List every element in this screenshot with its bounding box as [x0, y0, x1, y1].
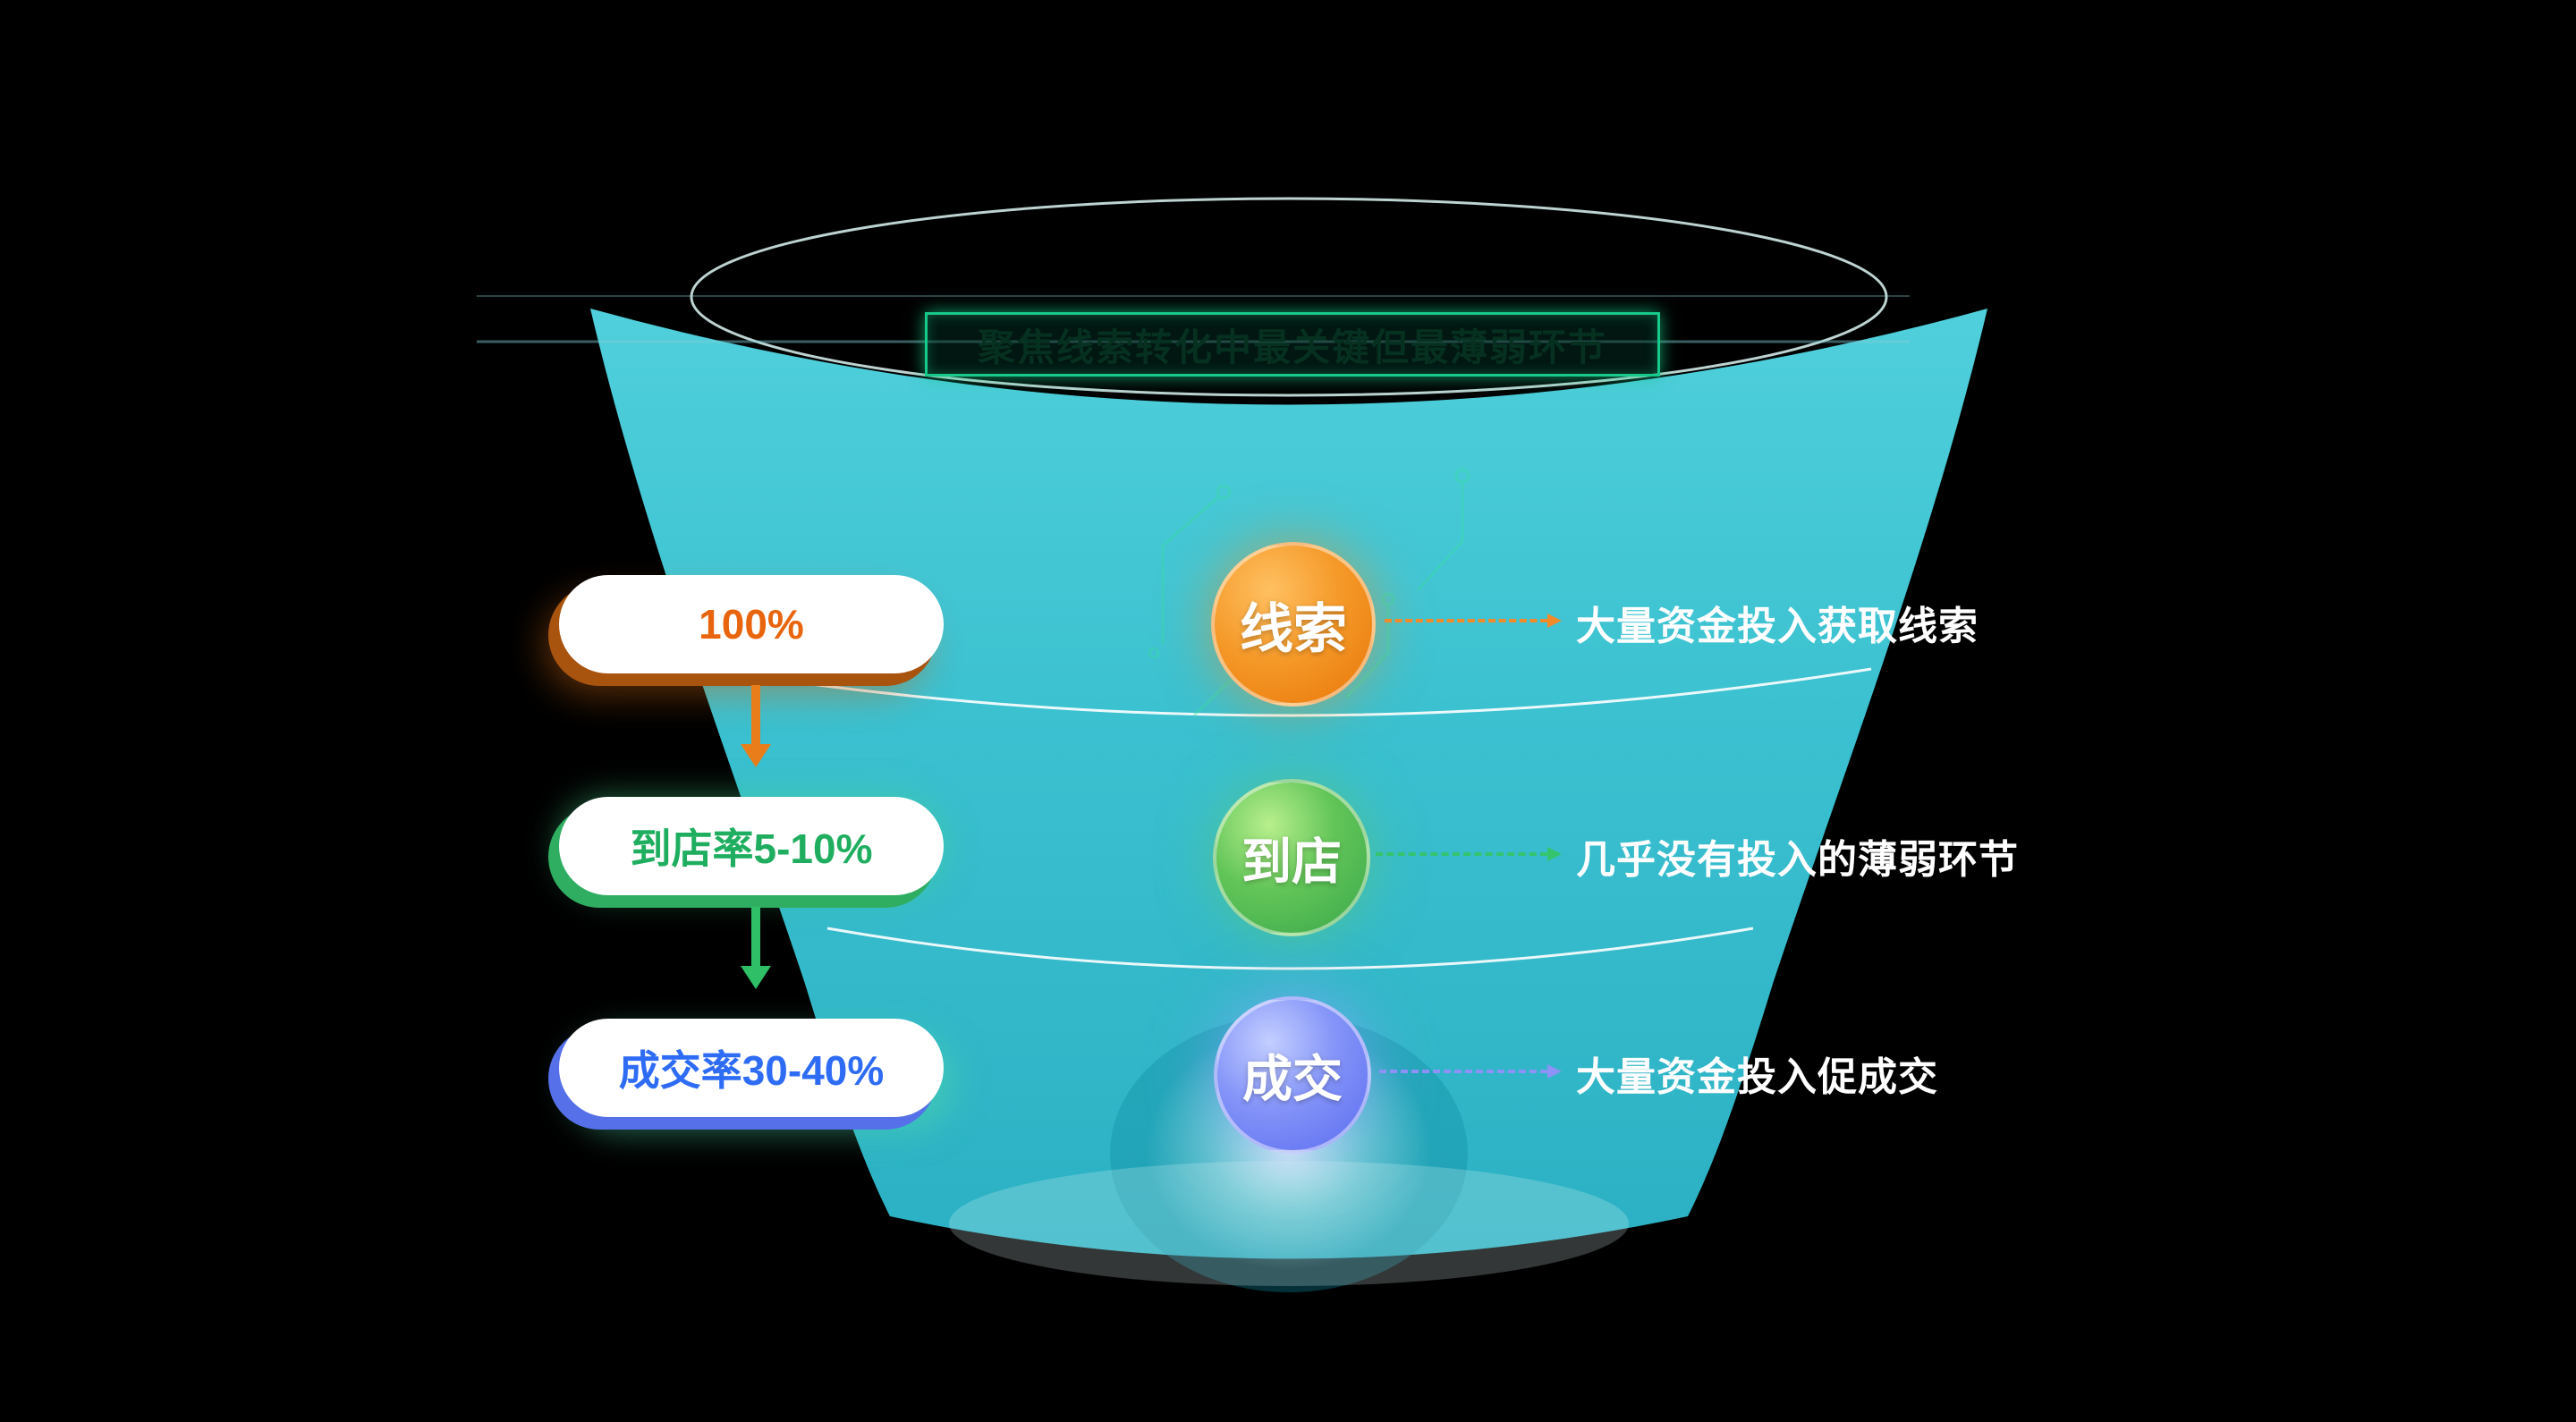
stage-circle-leads: 线索 [1211, 542, 1376, 707]
circuit-decoration [1148, 468, 1470, 717]
down-arrow-shaft [751, 685, 760, 744]
down-arrow-icon [740, 907, 772, 989]
down-arrow-icon [740, 685, 772, 767]
annotation-deal: 大量资金投入促成交 [1576, 1055, 1938, 1099]
stage-circle-visit: 到店 [1213, 779, 1370, 936]
pill-leads-rate: 100% [559, 575, 944, 673]
title-text: 聚焦线索转化中最关键但最薄弱环节 [977, 326, 1607, 368]
down-arrow-head [741, 744, 771, 767]
funnel-rim-ellipse [690, 197, 1888, 397]
stage-circle-visit-label: 到店 [1241, 833, 1342, 890]
pill-leads-rate-label: 100% [699, 601, 804, 648]
pill-visit-rate-label: 到店率5-10% [630, 825, 873, 872]
down-arrow-shaft [751, 907, 760, 966]
pill-visit-rate: 到店率5-10% [559, 797, 944, 895]
dashed-arrow-deal-icon [1379, 1064, 1562, 1079]
pill-deal-rate: 成交率30-40% [559, 1019, 944, 1117]
title-banner: 聚焦线索转化中最关键但最薄弱环节 [925, 312, 1660, 377]
stage-circle-deal: 成交 [1214, 996, 1371, 1154]
pill-deal-rate-label: 成交率30-40% [618, 1047, 885, 1094]
annotation-visit: 几乎没有投入的薄弱环节 [1576, 838, 2019, 882]
stage-circle-leads-label: 线索 [1240, 598, 1347, 659]
down-arrow-head [741, 966, 771, 989]
funnel-base-glow [949, 1161, 1629, 1286]
stage-circle-deal-label: 成交 [1242, 1050, 1343, 1107]
level-arc-2 [826, 927, 1754, 970]
annotation-leads: 大量资金投入获取线索 [1576, 605, 1979, 648]
dashed-arrow-leads-icon [1385, 614, 1562, 628]
dashed-arrow-visit-icon [1376, 847, 1562, 861]
level-arc-1 [706, 667, 1872, 717]
